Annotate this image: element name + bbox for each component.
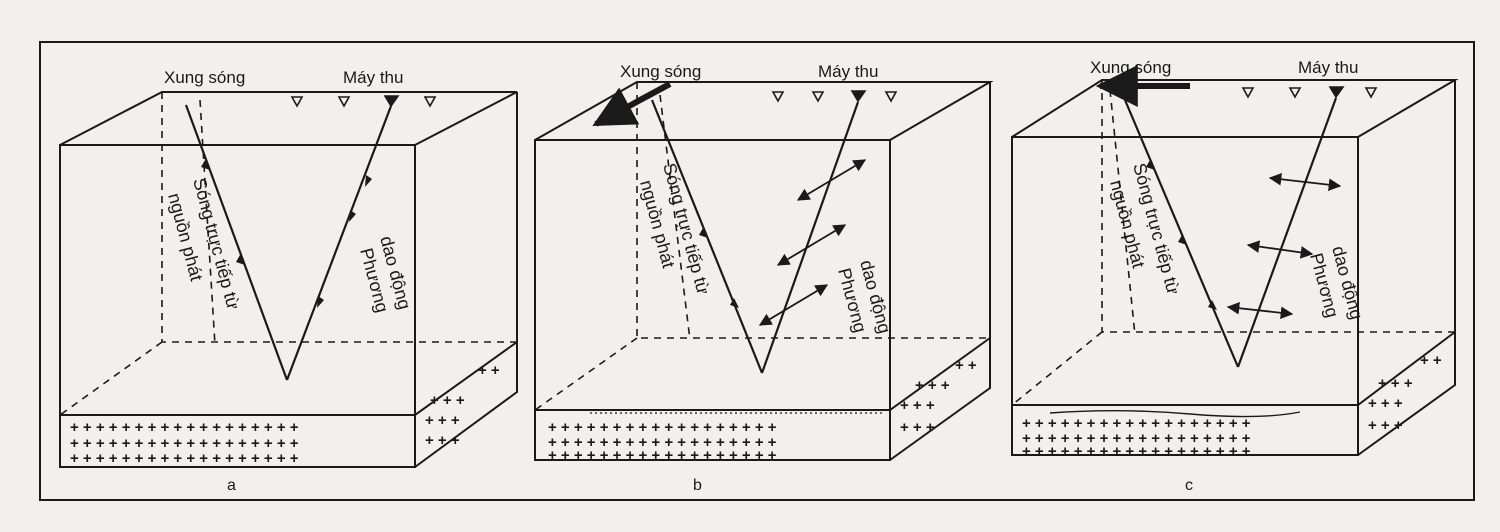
- ray-arrow-down: [1146, 160, 1155, 170]
- hidden-depth-edge: [59, 341, 163, 416]
- svg-text:+ + + + + + + + + + + + + + +: + + + + + + + + + + + + + + + + + +: [70, 450, 299, 467]
- bedrock-pattern: + + + + + + + + + + + + + + + + + + + + …: [70, 362, 500, 467]
- block-side-edges: [1357, 80, 1456, 456]
- bedrock-boundary: [1012, 331, 1456, 406]
- receiver-label: Máy thu: [1298, 58, 1358, 77]
- receiver-icon: [290, 96, 304, 108]
- svg-text:+ + + + + + + + + + + + + + +: + + + + + + + + + + + + + + + + + +: [548, 419, 777, 436]
- svg-text:+ + +: + + +: [430, 392, 465, 409]
- receiver-icon: [423, 96, 437, 108]
- figure-frame: [39, 41, 1475, 501]
- block-front-face: [534, 139, 891, 461]
- ray-arrow-down: [1208, 300, 1217, 310]
- ray-arrow-up: [349, 210, 356, 222]
- receiver-icon: [1328, 86, 1345, 99]
- svg-text:+ + +: + + +: [915, 377, 950, 394]
- panel-c: + + + + + + + + + + + + + + + + + + + + …: [1011, 58, 1459, 494]
- receiver-icon: [383, 95, 400, 108]
- hidden-guide-line: [199, 99, 216, 346]
- incident-ray: [184, 104, 289, 381]
- hidden-guide-line: [659, 94, 691, 341]
- svg-text:+ + +: + + +: [425, 412, 460, 429]
- receiver-label: Máy thu: [818, 62, 878, 81]
- receiver-icons: [1241, 86, 1378, 99]
- particle-motion-arrow: [758, 284, 829, 326]
- svg-text:+ + +: + + +: [1368, 395, 1403, 412]
- block-side-edges: [889, 82, 991, 461]
- svg-text:+ + + + + + + + + + + + + + +: + + + + + + + + + + + + + + + + + +: [1022, 443, 1251, 460]
- ray-arrow-down: [699, 228, 708, 238]
- block-top-edges: [1011, 79, 1459, 138]
- panel-caption: b: [693, 477, 702, 494]
- panel-caption: c: [1185, 477, 1193, 494]
- ray-arrow-down: [1178, 235, 1187, 245]
- source-label: Xung sóng: [164, 68, 245, 87]
- svg-text:+ +: + +: [1420, 352, 1442, 369]
- block-side-edges: [414, 92, 518, 468]
- block-top-edges: [534, 81, 994, 141]
- bedrock-pattern: + + + + + + + + + + + + + + + + + + + + …: [1022, 352, 1442, 460]
- particle-motion-arrow: [1268, 173, 1342, 191]
- panel-a: + + + + + + + + + + + + + + + + + + + + …: [59, 68, 518, 494]
- receiver-icon: [1364, 87, 1378, 99]
- svg-text:+ + +: + + +: [1368, 417, 1403, 434]
- receiver-icons: [771, 90, 898, 103]
- panel-caption: a: [227, 477, 236, 494]
- bedrock-boundary: [535, 337, 991, 411]
- particle-motion-arrow: [1246, 240, 1314, 259]
- ray-arrow-up: [317, 296, 324, 308]
- bedrock-pattern: + + + + + + + + + + + + + + + + + + + + …: [548, 357, 977, 464]
- svg-text:+ + + + + + + + + + + + + + +: + + + + + + + + + + + + + + + + + +: [548, 447, 777, 464]
- panel-b: + + + + + + + + + + + + + + + + + + + + …: [534, 62, 994, 494]
- svg-text:+ + +: + + +: [900, 419, 935, 436]
- source-label: Xung sóng: [1090, 58, 1171, 77]
- receiver-icon: [884, 91, 898, 103]
- reflected-ray: [285, 105, 393, 381]
- svg-text:+ + +: + + +: [900, 397, 935, 414]
- pulse-arrow-tail: [638, 81, 672, 103]
- receiver-icon: [1241, 87, 1255, 99]
- receiver-icon: [337, 96, 351, 108]
- svg-text:+ +: + +: [955, 357, 977, 374]
- particle-motion-arrow: [796, 159, 867, 201]
- ray-arrow-down: [236, 255, 245, 265]
- ray-arrow-up: [365, 175, 372, 187]
- svg-text:+ +: + +: [478, 362, 500, 379]
- reflected-ray: [760, 101, 860, 374]
- svg-text:+ + + + + + + + + + + + + + +: + + + + + + + + + + + + + + + + + +: [548, 434, 777, 451]
- receiver-label: Máy thu: [343, 68, 403, 87]
- hidden-depth-edge: [534, 337, 638, 411]
- receiver-icon: [1288, 87, 1302, 99]
- ray-arrow-down: [730, 298, 739, 308]
- receiver-icon: [811, 91, 825, 103]
- svg-text:+ + + + + + + + + + + + + + +: + + + + + + + + + + + + + + + + + +: [1022, 430, 1251, 447]
- svg-text:+ + + + + + + + + + + + + + +: + + + + + + + + + + + + + + + + + +: [70, 435, 299, 452]
- svg-text:+ + +: + + +: [425, 432, 460, 449]
- hidden-guide-line: [1109, 89, 1136, 336]
- block-top-edges: [59, 91, 518, 146]
- interface-wavy-line: [1049, 410, 1301, 418]
- svg-text:+ + + + + + + + + + + + + + +: + + + + + + + + + + + + + + + + + +: [70, 419, 299, 436]
- svg-text:+ + +: + + +: [1378, 375, 1413, 392]
- particle-motion-arrow: [1226, 301, 1294, 320]
- block-front-face: [1011, 136, 1359, 456]
- ray-arrow-down: [201, 160, 210, 170]
- incident-ray: [1123, 99, 1240, 368]
- svg-text:+ + + + + + + + + + + + + + +: + + + + + + + + + + + + + + + + + +: [1022, 415, 1251, 432]
- receiver-icon: [850, 90, 867, 103]
- source-label: Xung sóng: [620, 62, 701, 81]
- receiver-icon: [771, 91, 785, 103]
- hidden-depth-edge: [1011, 331, 1103, 406]
- receiver-icons: [290, 95, 437, 108]
- reflected-ray: [1236, 97, 1338, 368]
- bedrock-boundary: [60, 341, 518, 416]
- particle-motion-arrow: [776, 224, 847, 266]
